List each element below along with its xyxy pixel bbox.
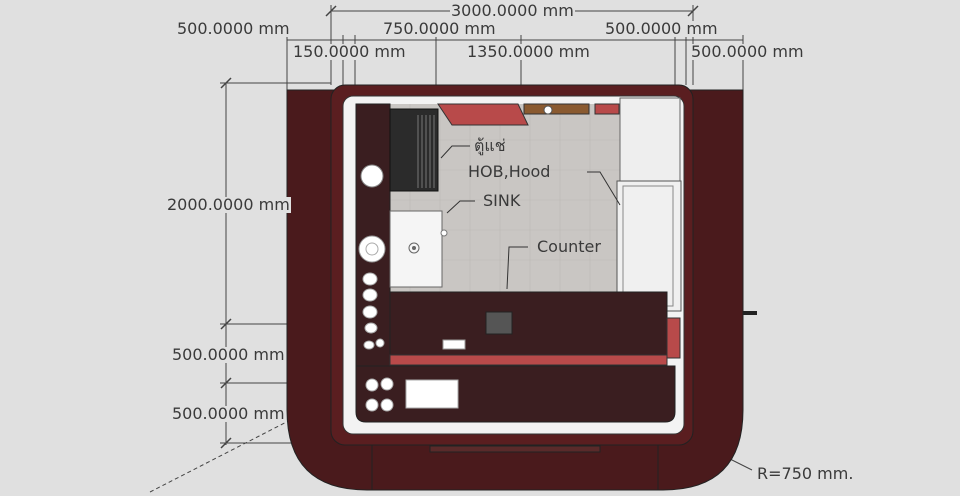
sink — [389, 210, 443, 288]
dimension-top-segment: 500.0000 mm — [604, 19, 719, 38]
dimension-top-segment: 500.0000 mm — [176, 19, 291, 38]
counter — [389, 291, 668, 356]
dimension-top-segment: 750.0000 mm — [382, 19, 497, 38]
dimension-top-segment: 500.0000 mm — [690, 42, 805, 61]
label-counter: Counter — [537, 237, 601, 256]
left-counter — [355, 103, 391, 367]
label-hob-hood: HOB,Hood — [468, 162, 551, 181]
label-fridge: ตู้แช่ — [474, 136, 506, 155]
leader-lines — [440, 145, 621, 290]
label-sink: SINK — [483, 191, 521, 210]
radius-label: R=750 mm. — [757, 464, 854, 483]
dimension-top-segment: 150.0000 mm — [292, 42, 407, 61]
dimension-height: 2000.0000 mm — [166, 195, 291, 214]
dimension-left-segment: 500.0000 mm — [171, 404, 286, 423]
dimension-total-width: 3000.0000 mm — [450, 1, 575, 20]
hob-hood — [616, 180, 682, 312]
dimension-left-segment: 500.0000 mm — [171, 345, 286, 364]
dimension-top-segment: 1350.0000 mm — [466, 42, 591, 61]
fridge — [389, 108, 439, 192]
bottom-counter — [355, 365, 676, 423]
